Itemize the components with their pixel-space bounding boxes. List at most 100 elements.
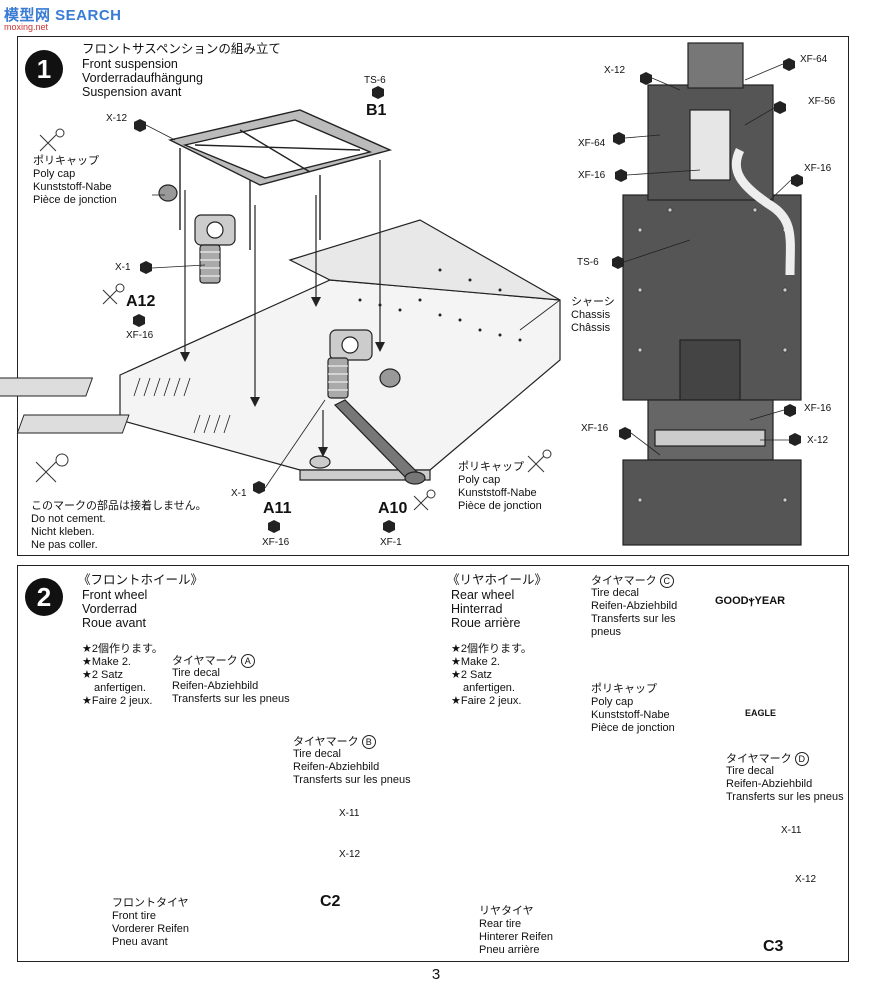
make2-front-line5: ★Faire 2 jeux. (82, 695, 153, 707)
polycap-label-en: Poly cap (33, 168, 76, 180)
decal-c-en: Tire decal (591, 587, 639, 599)
decal-b-jp: タイヤマーク B (293, 735, 376, 749)
upper-frame-b1 (167, 109, 393, 250)
label-xf16-a: XF-16 (578, 170, 606, 181)
polycap-label-jp: ポリキャップ (33, 155, 99, 167)
exhaust-pipe (731, 147, 795, 276)
make2-rear-line3: ★2 Satz (451, 669, 493, 681)
tire-brand-bottom-a: EAGLE (330, 680, 355, 687)
make2-rear-line4: anfertigen. (463, 682, 515, 694)
decal-d-jp: タイヤマーク D (726, 752, 809, 766)
part-c2: C2 (320, 893, 341, 910)
decal-d-de: Reifen-Abziehbild (726, 778, 813, 790)
decal-b-en: Tire decal (293, 748, 341, 760)
decal-a-fr: Transferts sur les pneus (172, 693, 290, 705)
rear-polycap-fr: Pièce de jonction (591, 722, 675, 734)
watermark-logo: 模型网 SEARCH (4, 7, 122, 24)
polycap-label-de: Kunststoff-Nabe (33, 181, 112, 193)
tire-brand-bottom-c: EAGLE (745, 708, 777, 718)
label-xf16-d: XF-16 (581, 423, 609, 434)
part-c3: C3 (763, 938, 784, 955)
decal-c-jp: タイヤマーク C (591, 574, 674, 588)
tire-brand-top-c: GOODⲯYEAR (715, 595, 786, 607)
page-number: 3 (431, 966, 441, 983)
front-wheel-title-en: Front wheel (82, 588, 148, 602)
label-xf16-b: XF-16 (804, 163, 832, 174)
chassis-label-fr: Châssis (571, 322, 611, 334)
decal-b-fr: Transferts sur les pneus (293, 774, 411, 786)
polycap2-label-de: Kunststoff-Nabe (458, 487, 537, 499)
polycap2-label-en: Poly cap (458, 474, 501, 486)
decal-a-jp: タイヤマーク A (172, 654, 255, 668)
tire-brand-top-a: GOODⲯYEAR (304, 585, 355, 594)
make2-front-line3: ★2 Satz (82, 669, 124, 681)
nocement-fr: Ne pas coller. (31, 539, 98, 551)
decal-c-mark: C (659, 574, 674, 588)
assembly-arrowheads (180, 297, 385, 457)
polycap-parts (158, 184, 401, 388)
label-x11-rear: X-11 (781, 825, 802, 836)
label-x11-front: X-11 (339, 808, 360, 819)
polycap-label-fr: Pièce de jonction (33, 194, 117, 206)
watermark-url: moxing.net (4, 22, 49, 32)
label-x12-front: X-12 (339, 849, 361, 860)
part-b1: B1 (366, 102, 387, 119)
part-a11: A11 (263, 500, 292, 517)
rear-polycap-jp: ポリキャップ (591, 683, 657, 695)
label-xf56: XF-56 (808, 96, 836, 107)
decal-a-mark: A (240, 654, 255, 668)
chassis-rivets (358, 268, 522, 342)
part-a12: A12 (126, 293, 156, 310)
rear-tire-jp: リヤタイヤ (479, 905, 534, 917)
label-x1-left: X-1 (115, 262, 131, 273)
decal-d-mark: D (794, 752, 809, 766)
radiator-ribs (0, 377, 130, 434)
chassis-label-jp: シャーシ (571, 296, 615, 308)
rear-polycap-en: Poly cap (591, 696, 634, 708)
lower-arm-a10 (309, 399, 426, 485)
front-wheel-title-jp: 《フロントホイール》 (78, 573, 204, 587)
nocement-de: Nicht kleben. (31, 526, 95, 538)
label-ts6-top: TS-6 (364, 75, 386, 86)
nocement-jp: このマークの部品は接着しません。 (31, 500, 207, 512)
chassis-top-view (622, 42, 802, 546)
label-xf64-a: XF-64 (800, 54, 828, 65)
rear-tire-fr: Pneu arrière (479, 944, 540, 956)
front-tire-jp: フロントタイヤ (112, 897, 189, 909)
label-xf16-a12: XF-16 (126, 330, 154, 341)
rear-tire-en: Rear tire (479, 918, 522, 930)
rear-wheel-title-en: Rear wheel (451, 588, 515, 602)
coil-springs (199, 244, 349, 399)
step1-number: 1 (25, 50, 63, 88)
step1-title-en: Front suspension (82, 57, 178, 71)
part-a10: A10 (378, 500, 408, 517)
decal-c-de: Reifen-Abziehbild (591, 600, 678, 612)
label-ts6-right: TS-6 (577, 257, 599, 268)
label-xf64-b: XF-64 (578, 138, 606, 149)
step2-number: 2 (25, 578, 63, 616)
polycap2-label-fr: Pièce de jonction (458, 500, 542, 512)
label-x1-bottom: X-1 (231, 488, 247, 499)
step2-panel (17, 565, 849, 962)
label-x12-rear: X-12 (795, 874, 817, 885)
front-tire-fr: Pneu avant (112, 936, 168, 948)
decal-a-en: Tire decal (172, 667, 220, 679)
make2-front-line1: ★2個作ります。 (82, 643, 163, 655)
label-xf1-a10: XF-1 (380, 537, 402, 548)
assembly-lines (184, 160, 381, 450)
decal-c-fr1: Transferts sur les (591, 613, 676, 625)
decal-a-de: Reifen-Abziehbild (172, 680, 259, 692)
make2-rear-line2: ★Make 2. (451, 656, 500, 668)
rear-tire-de: Hinterer Reifen (479, 931, 553, 943)
rear-wheel-title-fr: Roue arrière (451, 616, 521, 630)
chassis-label-en: Chassis (571, 309, 611, 321)
label-x12-low: X-12 (807, 435, 829, 446)
step1-title-jp: フロントサスペンションの組み立て (82, 42, 281, 56)
label-xf16-a11: XF-16 (262, 537, 290, 548)
front-wheel-title-fr: Roue avant (82, 616, 146, 630)
make2-rear-line1: ★2個作ります。 (451, 643, 532, 655)
rear-polycap-de: Kunststoff-Nabe (591, 709, 670, 721)
uprights (194, 214, 373, 361)
label-x12-right: X-12 (604, 65, 626, 76)
decal-b-de: Reifen-Abziehbild (293, 761, 380, 773)
